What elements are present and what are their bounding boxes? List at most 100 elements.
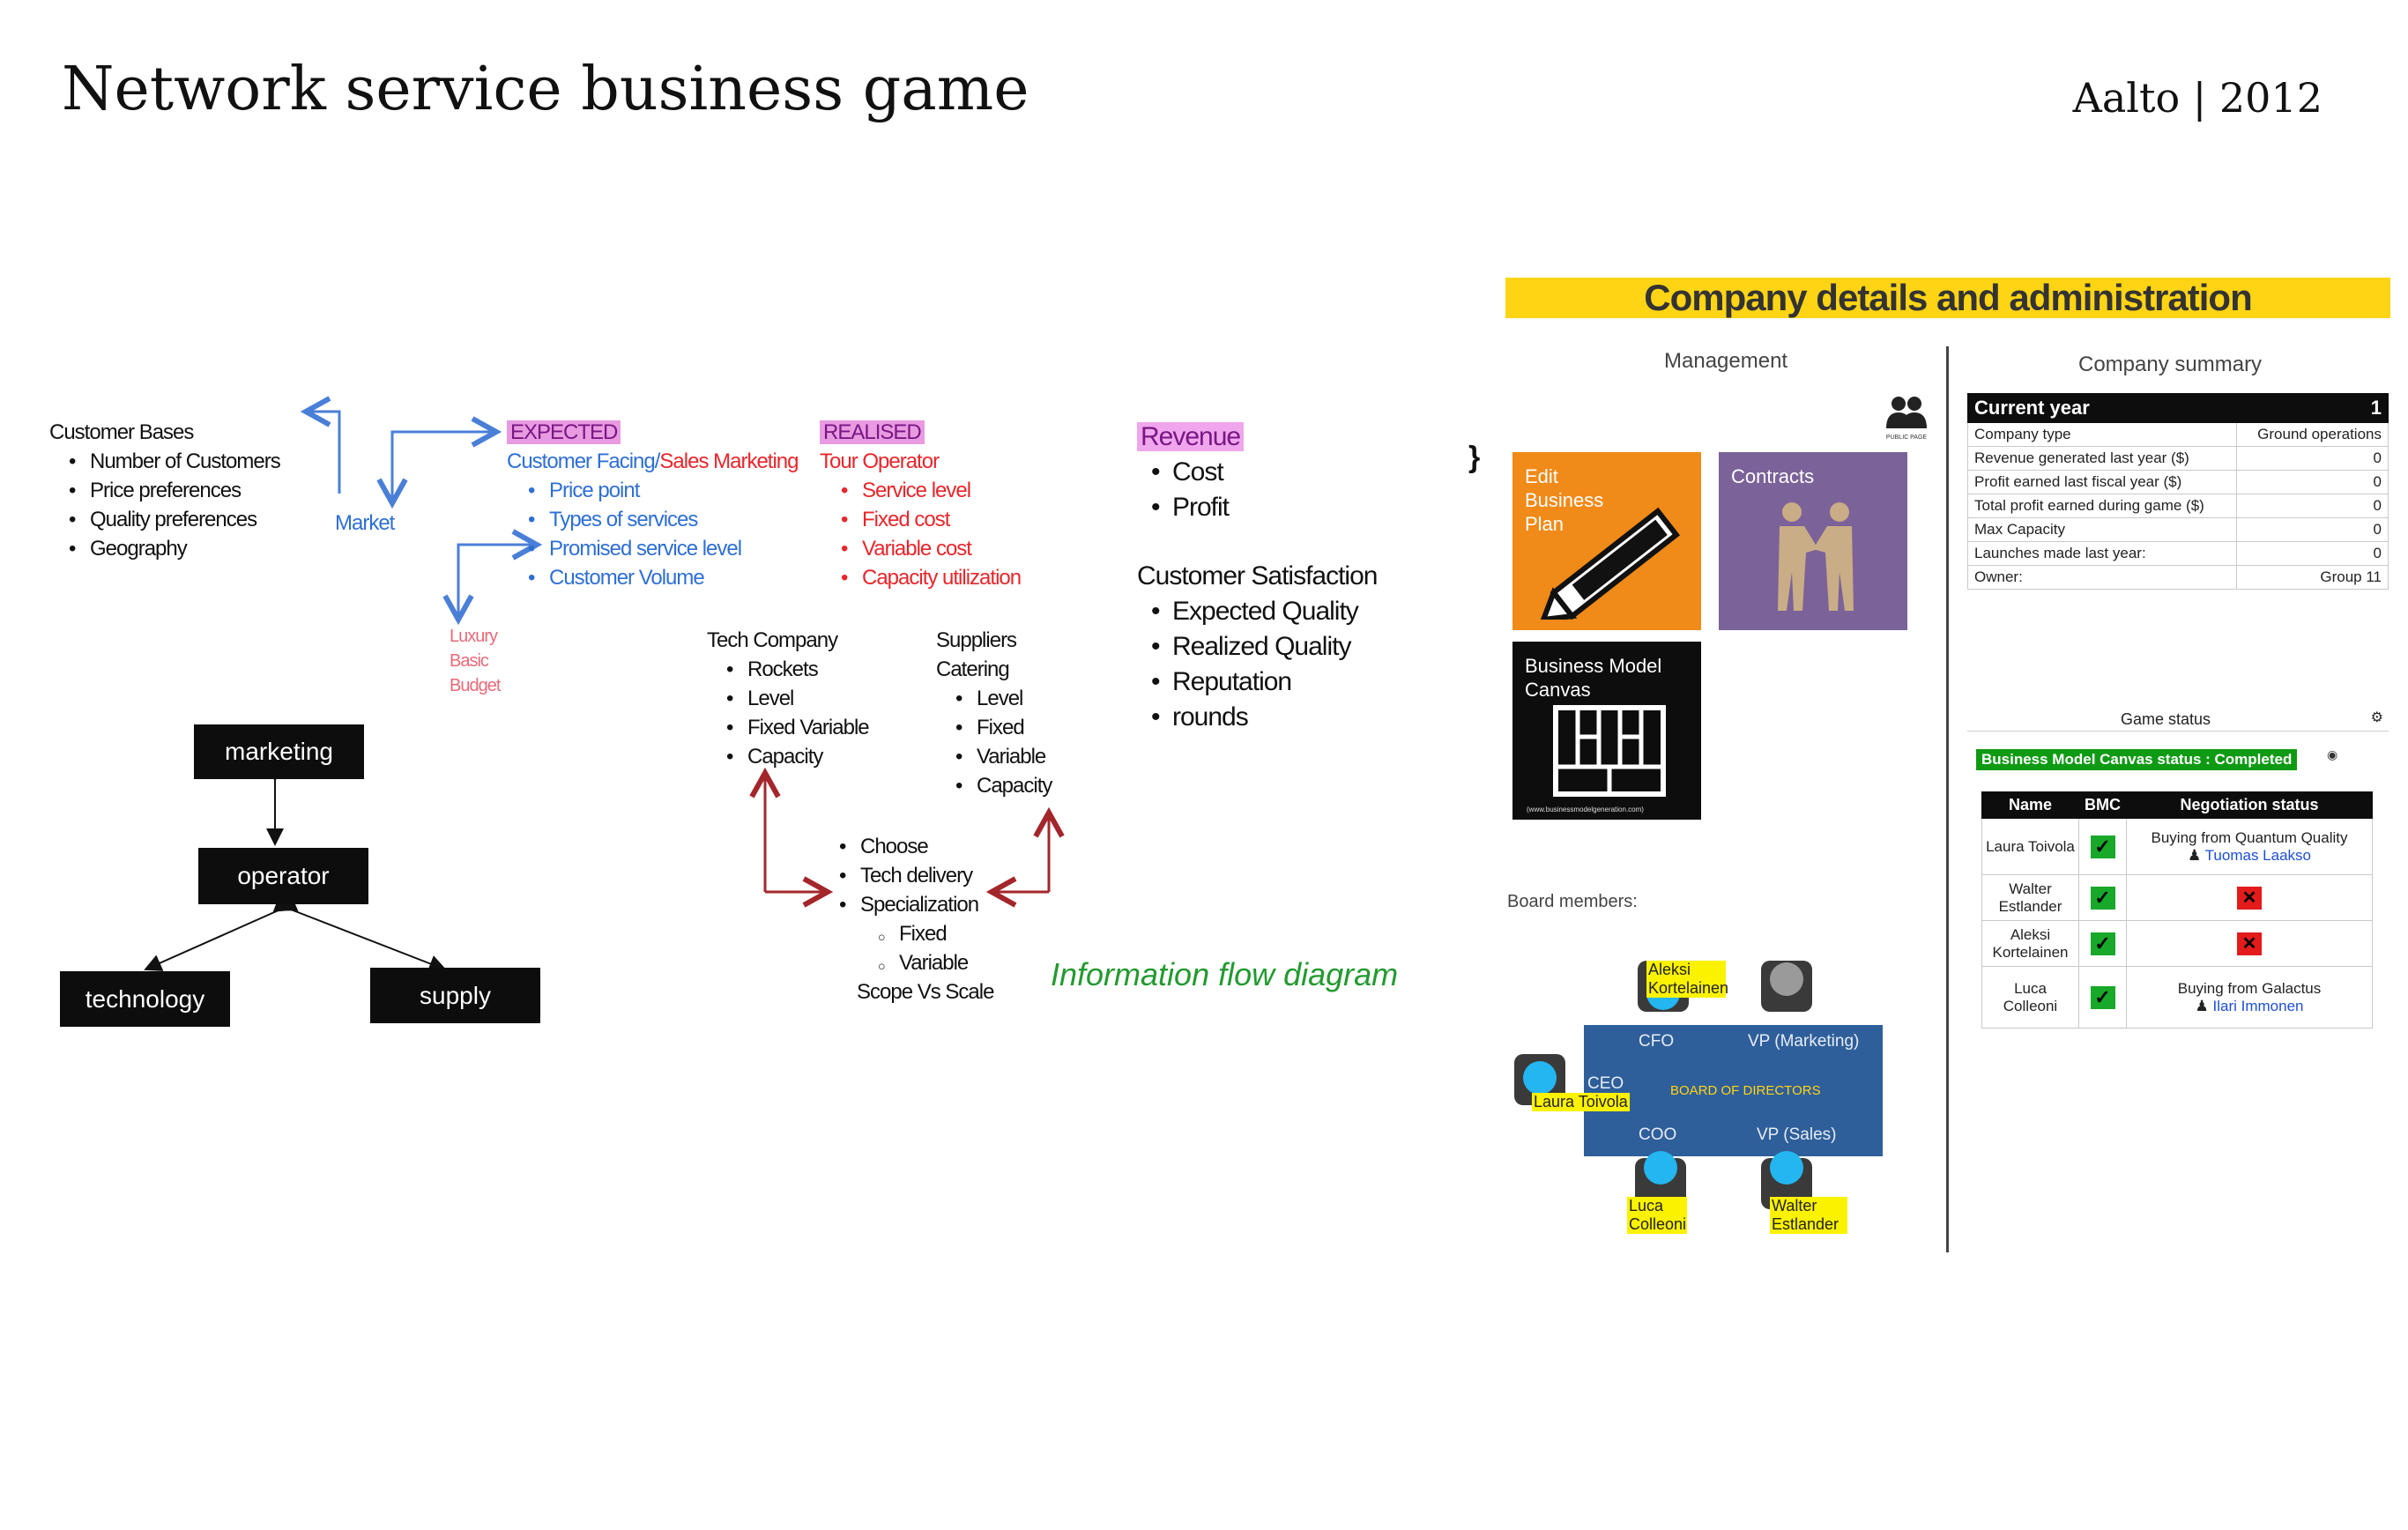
seat-icon <box>1644 1151 1677 1185</box>
suppliers-title: Suppliers <box>936 628 1017 652</box>
table-row: Laura Toivola ✓ Buying from Quantum Qual… <box>1981 818 2373 875</box>
table-row: Aleksi Kortelainen ✓ ✕ <box>1981 920 2373 967</box>
business-model-canvas-tile[interactable]: Business Model Canvas (www.businessmodel… <box>1512 642 1701 820</box>
list-item: Expected Quality <box>1149 594 1377 629</box>
cross-icon: ✕ <box>2237 932 2262 955</box>
board-ceo: CEO <box>1587 1074 1624 1093</box>
summary-label: Launches made last year: <box>1967 541 2237 566</box>
customer-bases: Customer Bases Number of Customers Price… <box>49 418 281 563</box>
board-members-label: Board members: <box>1507 892 1638 911</box>
negotiation-status: Buying from Quantum Quality <box>2151 828 2348 846</box>
list-item: Variable <box>954 742 1052 771</box>
handshake-icon <box>1778 502 1854 611</box>
flow-caption: Information flow diagram <box>1051 956 1399 992</box>
org-operator: operator <box>198 848 368 904</box>
check-icon: ✓ <box>2090 985 2115 1009</box>
expected-subtitle-b: Sales Marketing <box>659 449 799 473</box>
negotiation-cell: ✕ <box>2126 920 2373 967</box>
list-item: Capacity <box>954 771 1052 800</box>
table-row: Profit earned last fiscal year ($) 0 <box>1967 470 2389 494</box>
negotiation-status: Buying from Galactus <box>2177 979 2322 997</box>
choose-footer: Scope Vs Scale <box>857 980 994 1004</box>
segment-luxury: Luxury <box>450 627 498 646</box>
list-item: rounds <box>1149 700 1377 735</box>
bmc-cell: ✓ <box>2078 874 2127 921</box>
buyer-link[interactable]: ♟ Tuomas Laakso <box>2130 847 2368 865</box>
revenue-tag: Revenue <box>1137 422 1245 451</box>
segment-budget: Budget <box>450 676 501 695</box>
negotiation-cell: Buying from Galactus ♟ Ilari Immonen <box>2126 966 2373 1029</box>
people-icon <box>1886 397 1927 428</box>
admin-banner: Company details and administration <box>1505 277 2390 318</box>
list-item: Variable cost <box>839 534 1021 563</box>
member-name: Aleksi Kortelainen <box>1981 920 2079 967</box>
board-center-label: BOARD OF DIRECTORS <box>1670 1083 1821 1098</box>
summary-value: 0 <box>2236 470 2389 494</box>
negotiation-table: Name BMC Negotiation status Laura Toivol… <box>1981 791 2373 1029</box>
table-row: Luca Colleoni ✓ Buying from Galactus ♟ I… <box>1981 966 2373 1029</box>
list-item: Level <box>954 684 1052 713</box>
cross-icon: ✕ <box>2237 886 2262 910</box>
person-icon: ♟ <box>2188 846 2202 864</box>
board-name-vp-sales: Walter Estlander <box>1770 1197 1847 1234</box>
check-icon: ✓ <box>2090 932 2115 955</box>
game-status-bar: Game status ⚙ <box>1967 705 2389 732</box>
company-summary-table: Current year 1 Company type Ground opera… <box>1967 393 2389 590</box>
table-row: Current year 1 <box>1967 393 2389 423</box>
segments: Luxury Basic Budget <box>450 624 501 698</box>
revenue-block: Revenue Cost Profit <box>1137 420 1245 525</box>
realised-subtitle: Tour Operator <box>820 449 940 473</box>
table-row: Revenue generated last year ($) 0 <box>1967 446 2389 471</box>
segment-basic: Basic <box>450 651 489 671</box>
member-name: Luca Colleoni <box>1981 966 2079 1029</box>
choose-block: Choose Tech delivery Specialization Fixe… <box>837 832 994 1006</box>
tech-company: Tech Company Rockets Level Fixed Variabl… <box>707 626 870 771</box>
list-item: Reputation <box>1149 665 1377 700</box>
summary-label: Profit earned last fiscal year ($) <box>1967 470 2237 494</box>
realised-block: REALISED Tour Operator Service level Fix… <box>820 418 1022 592</box>
list-item: Price preferences <box>67 476 280 505</box>
check-icon: ✓ <box>2090 835 2115 858</box>
page-title: Network service business game <box>62 55 1029 124</box>
arrow-operator-technology <box>144 895 299 971</box>
negotiation-cell: ✕ <box>2126 874 2373 921</box>
negotiation-cell: Buying from Quantum Quality ♟ Tuomas Laa… <box>2126 818 2373 875</box>
satisfaction-block: Customer Satisfaction Expected Quality R… <box>1137 559 1378 735</box>
buyer-name: Ilari Immonen <box>2212 997 2304 1014</box>
canvas-grid-icon <box>1553 705 1666 797</box>
list-item: Customer Volume <box>526 563 798 592</box>
contracts-tile[interactable]: Contracts <box>1719 452 1907 630</box>
list-item: Capacity <box>725 742 869 771</box>
buyer-link[interactable]: ♟ Ilari Immonen <box>2130 998 2368 1015</box>
board-cfo: CFO <box>1639 1032 1675 1051</box>
company-summary-heading: Company summary <box>2078 353 2263 376</box>
table-row: Max Capacity 0 <box>1967 517 2389 542</box>
management-heading: Management <box>1664 349 1788 373</box>
edit-business-plan-tile[interactable]: Edit Business Plan <box>1512 452 1701 630</box>
table-row: Owner: Group 11 <box>1967 565 2389 590</box>
settings-icon[interactable]: ⚙ <box>2370 710 2383 725</box>
list-item: Capacity utilization <box>839 563 1022 592</box>
chair-vp-marketing[interactable] <box>1761 961 1812 1012</box>
table-row: Launches made last year: 0 <box>1967 541 2389 566</box>
list-item: Price point <box>526 476 798 505</box>
expected-tag: EXPECTED <box>507 420 621 444</box>
board-table: CFO VP (Marketing) CEO BOARD OF DIRECTOR… <box>1584 1025 1883 1156</box>
public-page-link[interactable]: PUBLIC PAGE <box>1879 393 1934 444</box>
list-item: Profit <box>1149 490 1244 525</box>
satisfaction-title: Customer Satisfaction <box>1137 561 1378 590</box>
summary-value: 0 <box>2236 446 2389 471</box>
board-name-ceo: Laura Toivola <box>1532 1093 1630 1111</box>
seat-icon <box>1523 1061 1557 1095</box>
summary-label: Owner: <box>1967 565 2237 590</box>
arrow-market-left <box>308 412 341 494</box>
list-item: Geography <box>67 534 280 563</box>
visibility-icon[interactable]: ◉ <box>2327 747 2338 761</box>
summary-value: 0 <box>2236 494 2389 518</box>
pencil-icon <box>1539 507 1681 620</box>
bmc-label: Business Model Canvas <box>1525 655 1662 701</box>
list-item: Specialization <box>837 890 993 919</box>
summary-label: Max Capacity <box>1967 517 2237 542</box>
page-meta: Aalto | 2012 <box>2072 74 2323 122</box>
